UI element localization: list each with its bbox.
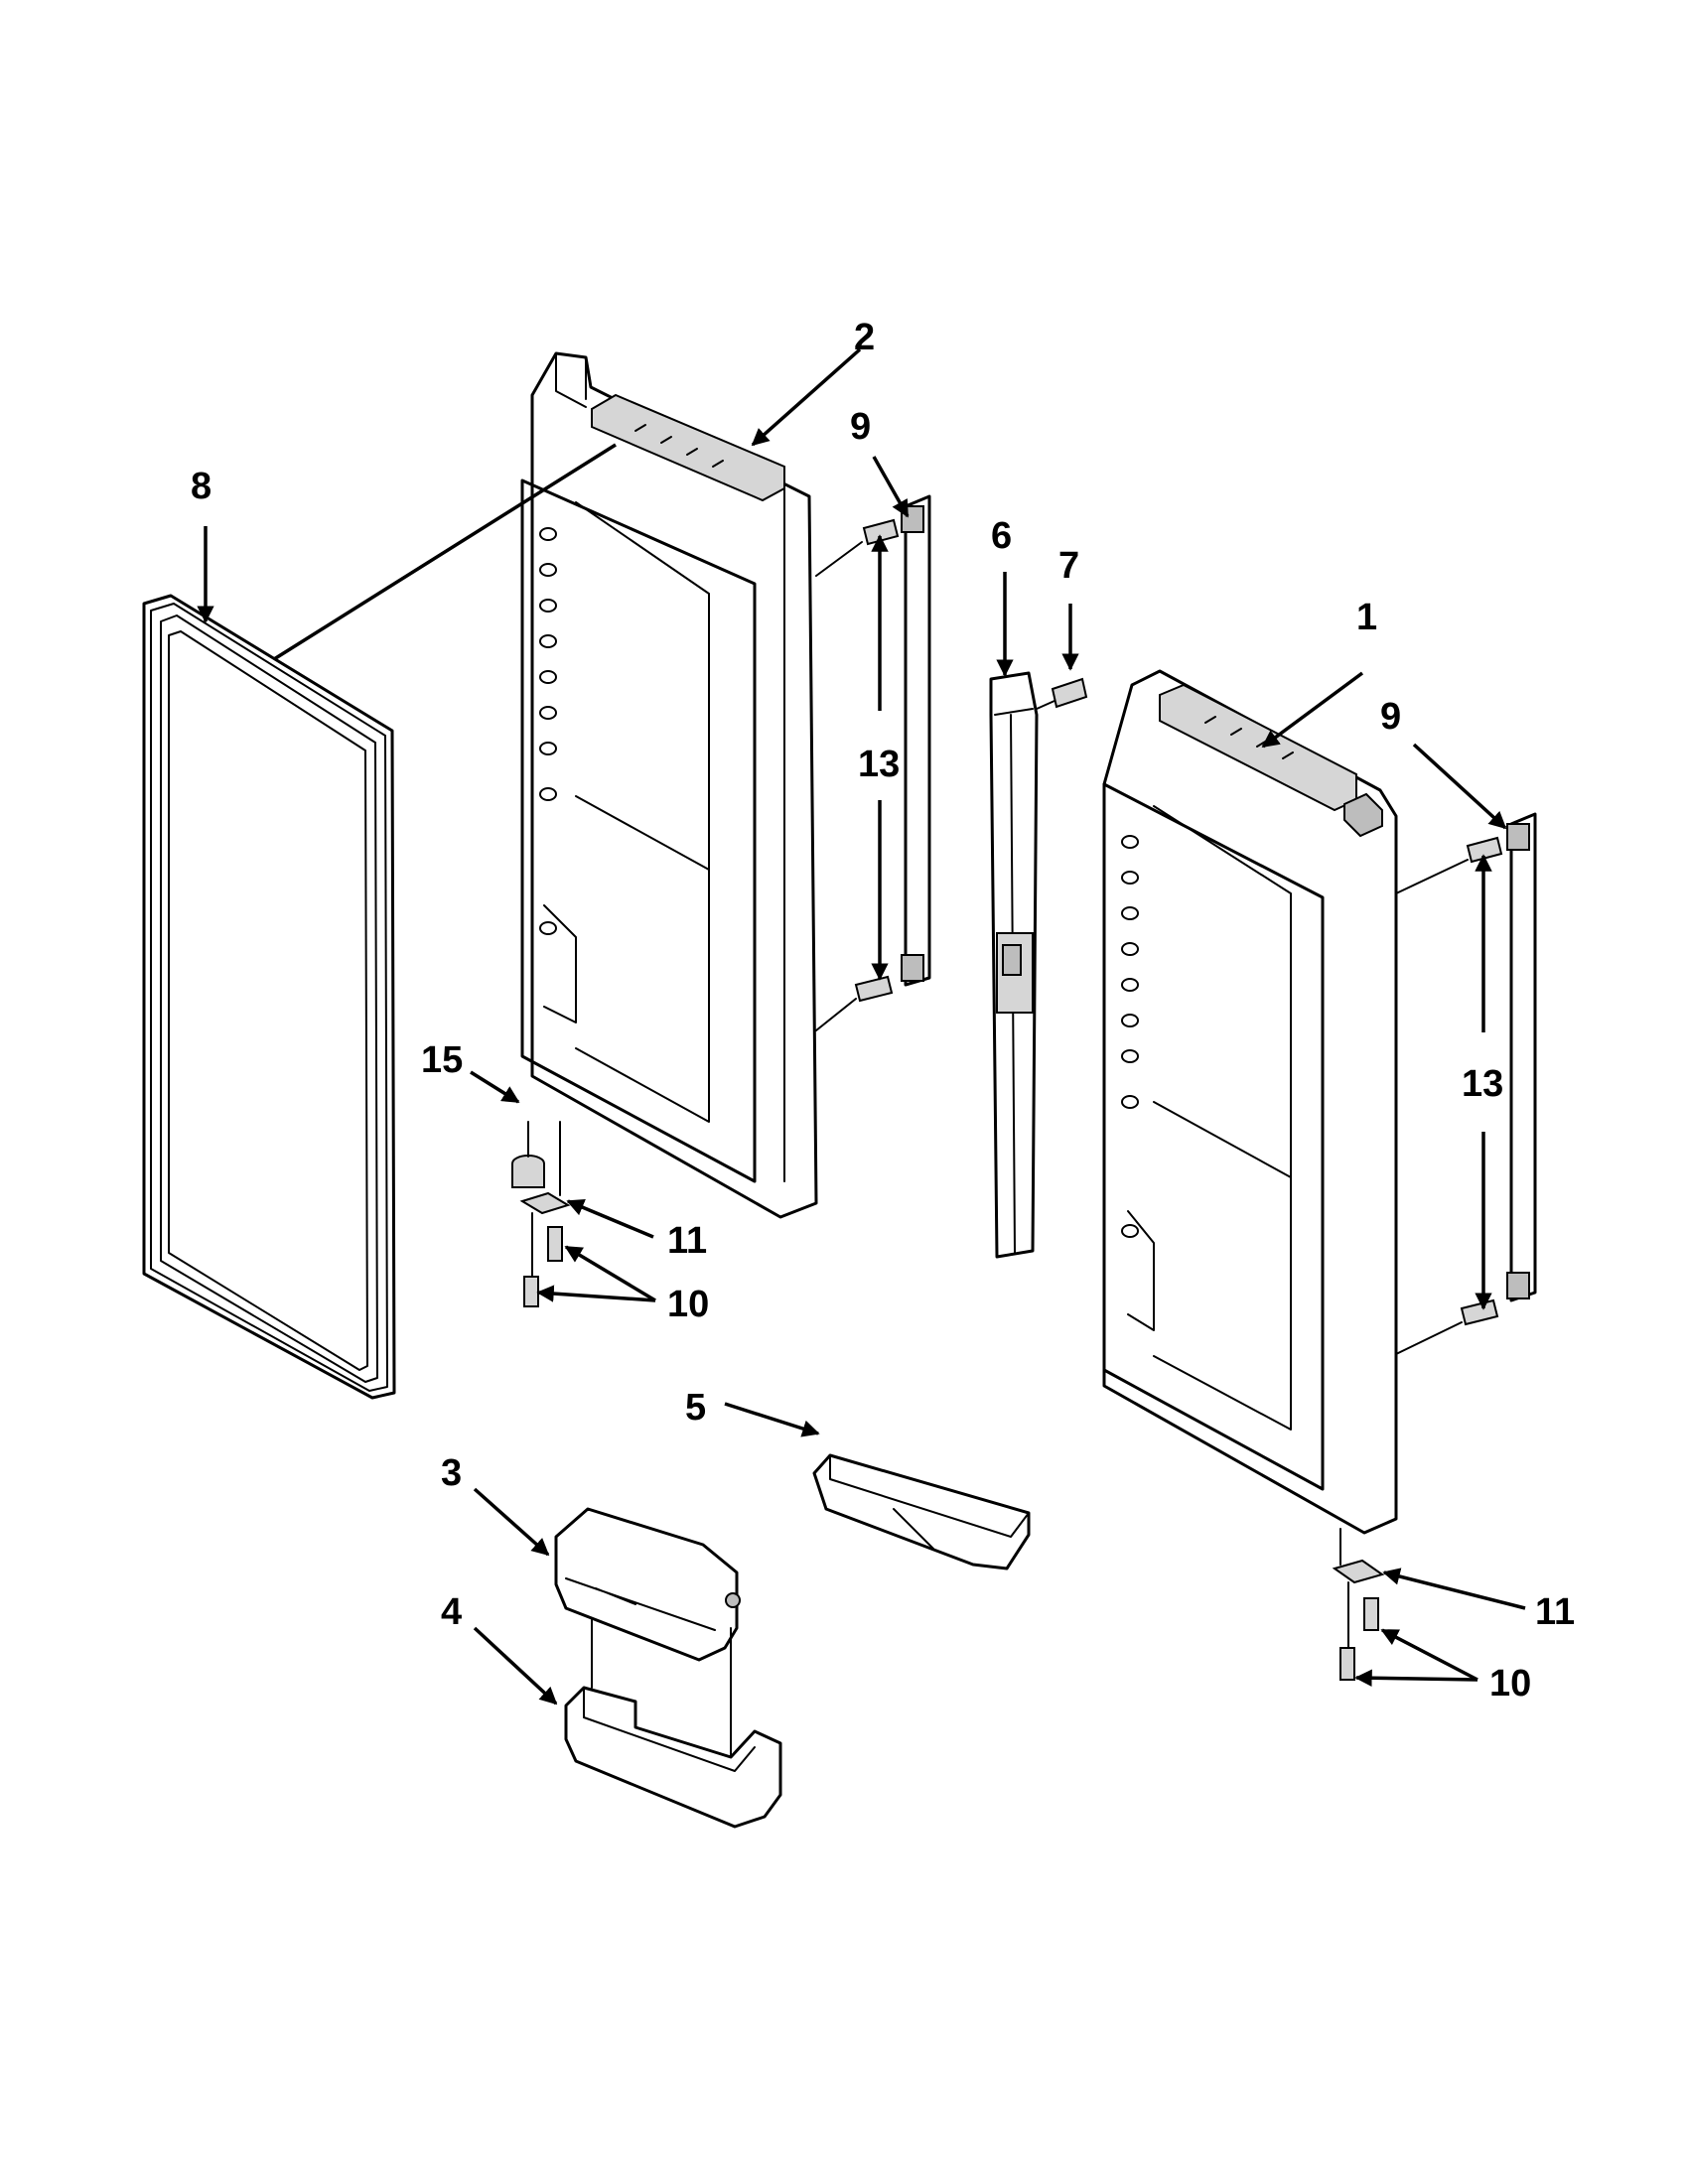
callout-10-right: 10 bbox=[1489, 1663, 1531, 1705]
callout-labels: 2 9 8 6 7 1 9 13 13 15 11 10 5 3 4 11 10 bbox=[191, 317, 1575, 1705]
callout-8: 8 bbox=[191, 466, 211, 507]
door-gasket bbox=[142, 594, 396, 1400]
callout-6: 6 bbox=[991, 515, 1012, 557]
right-door-liner bbox=[1102, 669, 1398, 1535]
callout-15: 15 bbox=[421, 1039, 463, 1081]
right-hinge-screws bbox=[1339, 1597, 1379, 1681]
right-door-trim bbox=[1506, 812, 1537, 1302]
left-door-liner bbox=[520, 351, 818, 1219]
callout-2: 2 bbox=[854, 317, 875, 358]
callout-13-left: 13 bbox=[858, 744, 900, 785]
flip-mullion bbox=[989, 671, 1039, 1259]
left-hinge-screws bbox=[523, 1226, 563, 1307]
callout-1: 1 bbox=[1356, 597, 1377, 638]
callout-10-left: 10 bbox=[667, 1284, 709, 1325]
dispenser-cover bbox=[554, 1507, 741, 1662]
dispenser-bin bbox=[564, 1619, 782, 1829]
hinge-bushing bbox=[511, 1121, 545, 1188]
mullion-screw bbox=[1036, 677, 1088, 710]
callout-4: 4 bbox=[441, 1591, 462, 1633]
callout-3: 3 bbox=[441, 1452, 462, 1494]
door-bin-small bbox=[812, 1453, 1031, 1570]
left-door-trim bbox=[901, 494, 931, 987]
callout-11-right: 11 bbox=[1535, 1591, 1575, 1633]
callout-5: 5 bbox=[685, 1387, 706, 1429]
callout-7: 7 bbox=[1058, 545, 1079, 587]
leader-lines bbox=[197, 347, 1526, 1706]
callout-9-right: 9 bbox=[1380, 696, 1401, 738]
callout-9-left: 9 bbox=[850, 406, 871, 448]
callout-13-right: 13 bbox=[1462, 1063, 1503, 1105]
callout-11-left: 11 bbox=[667, 1220, 707, 1262]
